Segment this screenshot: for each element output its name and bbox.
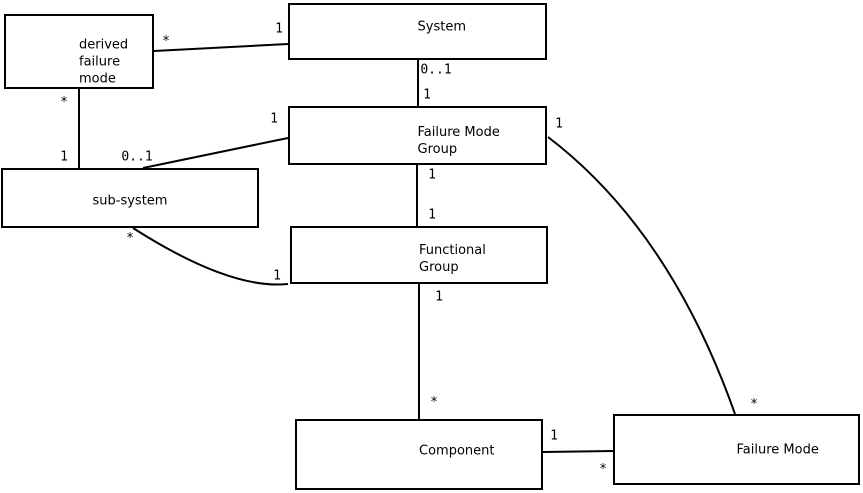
edge-fmgroup-to-failuremode-curve bbox=[547, 136, 736, 415]
multiplicity-label-component-failuremode-star: * bbox=[599, 461, 607, 477]
multiplicity-label-fgroup-component-1: 1 bbox=[435, 289, 443, 305]
node-functional-group: Functional Group bbox=[290, 226, 548, 284]
edge-derived-to-system bbox=[153, 43, 289, 52]
multiplicity-label-fgroup-component-star: * bbox=[430, 394, 438, 410]
multiplicity-label-component-failuremode-1: 1 bbox=[550, 428, 558, 444]
node-failure-mode: Failure Mode bbox=[613, 414, 860, 485]
node-sub-system: sub-system bbox=[1, 168, 259, 228]
multiplicity-label-subsystem-fgroup-1: 1 bbox=[273, 268, 281, 284]
node-failure-mode-group: Failure Mode Group bbox=[288, 106, 547, 165]
multiplicity-label-derived-system-star: * bbox=[162, 33, 170, 49]
multiplicity-label-derived-subsystem-1: 1 bbox=[60, 149, 68, 165]
node-label-sub-system: sub-system bbox=[92, 193, 168, 209]
multiplicity-label-fmgroup-failuremode-1: 1 bbox=[555, 116, 563, 132]
multiplicity-label-system-fmgroup-0-1: 0..1 bbox=[420, 62, 452, 78]
node-component: Component bbox=[295, 419, 543, 490]
edge-subsystem-to-fgroup-curve bbox=[132, 227, 289, 286]
multiplicity-label-subsystem-fgroup-star: * bbox=[126, 230, 134, 246]
edge-fmgroup-to-subsystem bbox=[142, 137, 289, 169]
multiplicity-label-fmgroup-fgroup-1-bottom: 1 bbox=[428, 207, 436, 223]
multiplicity-label-subsystem-fmgroup-1: 1 bbox=[270, 111, 278, 127]
multiplicity-label-derived-subsystem-star: * bbox=[60, 94, 68, 110]
multiplicity-label-fmgroup-failuremode-star: * bbox=[750, 396, 758, 412]
node-system: System bbox=[288, 3, 547, 60]
node-label-system: System bbox=[417, 19, 466, 34]
node-label-component: Component bbox=[419, 443, 495, 458]
multiplicity-label-subsystem-fmgroup-0-1: 0..1 bbox=[121, 149, 153, 165]
node-label-derived-failure-mode: derived failure mode bbox=[79, 37, 129, 86]
node-label-failure-mode-group: Failure Mode Group bbox=[417, 124, 500, 157]
multiplicity-label-fmgroup-fgroup-1-top: 1 bbox=[428, 167, 436, 183]
multiplicity-label-system-fmgroup-1: 1 bbox=[423, 87, 431, 103]
node-label-functional-group: Functional Group bbox=[419, 243, 486, 275]
node-label-failure-mode: Failure Mode bbox=[736, 442, 819, 457]
multiplicity-label-derived-system-1: 1 bbox=[275, 21, 283, 37]
edge-component-to-failuremode bbox=[542, 450, 614, 453]
node-derived-failure-mode: derived failure mode bbox=[4, 14, 154, 89]
